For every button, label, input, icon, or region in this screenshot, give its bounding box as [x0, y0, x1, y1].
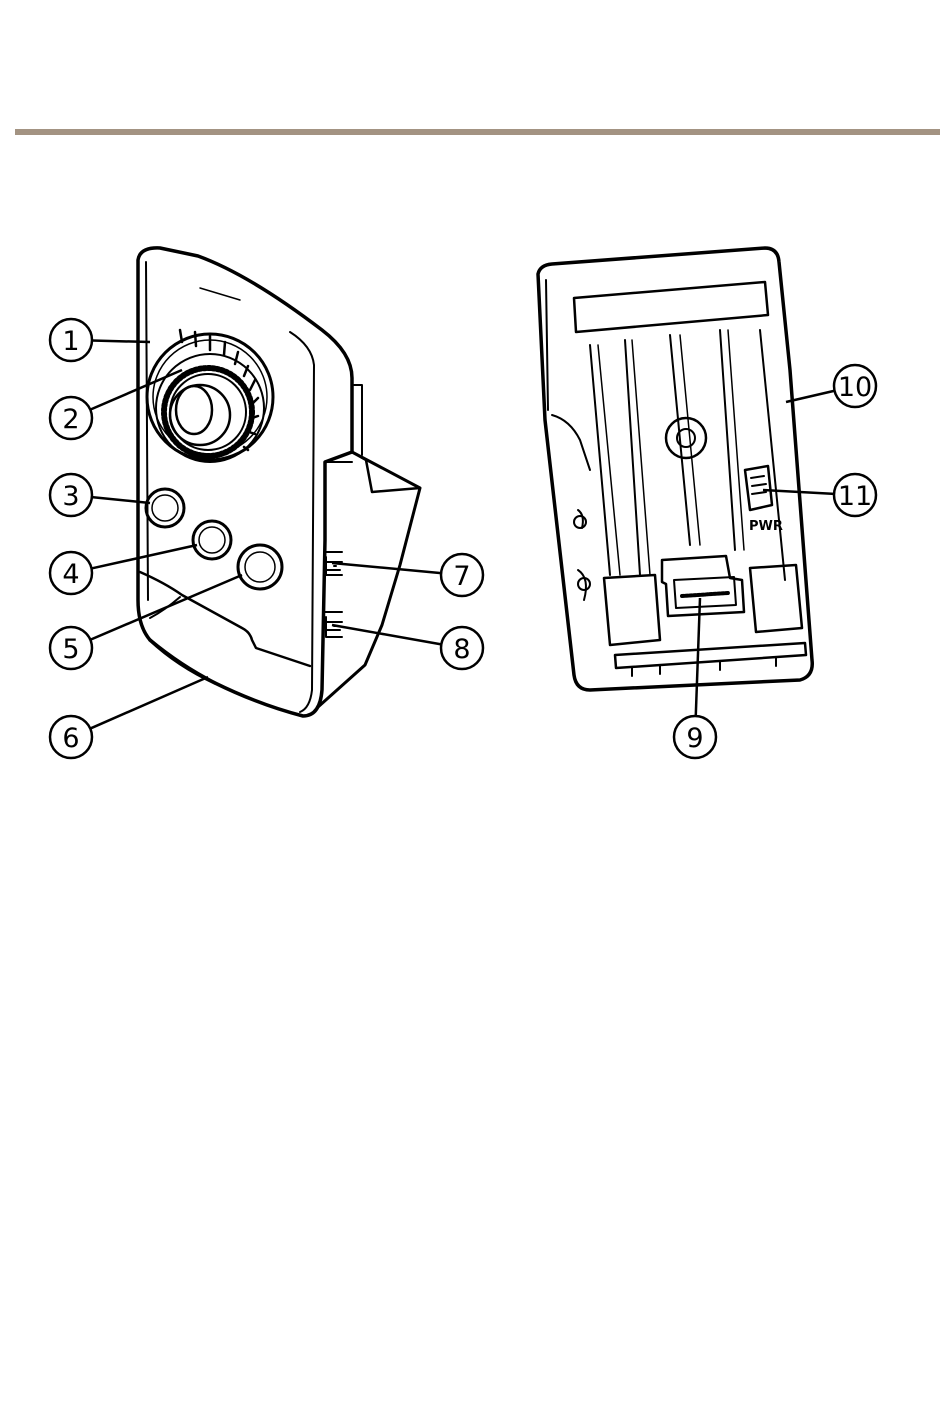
front-camera-illustration: [138, 248, 420, 716]
callout-leader-line: [90, 677, 208, 729]
callout-number: 11: [838, 481, 872, 512]
callout-9: 9: [674, 598, 716, 758]
callout-leader-line: [92, 341, 150, 342]
callout-number: 7: [453, 561, 470, 592]
callout-8: 8: [332, 625, 483, 669]
callout-number: 10: [838, 372, 872, 403]
callout-number: 3: [62, 481, 79, 512]
callout-number: 8: [453, 634, 470, 665]
callout-number: 6: [62, 723, 79, 754]
callout-number: 2: [62, 404, 79, 435]
callout-leader-line: [92, 497, 150, 503]
callout-11: 11: [763, 474, 876, 516]
callout-7: 7: [332, 554, 483, 596]
back-camera-illustration: [538, 248, 812, 690]
callout-6: 6: [50, 677, 208, 758]
callout-number: 1: [62, 326, 79, 357]
callout-10: 10: [786, 365, 876, 407]
callout-leader-line: [332, 625, 441, 644]
callout-number: 5: [62, 634, 79, 665]
callout-4: 4: [50, 545, 197, 594]
callout-leader-line: [91, 545, 197, 568]
callout-1: 1: [50, 319, 150, 361]
callout-3: 3: [50, 474, 150, 516]
callout-leader-line: [332, 563, 441, 573]
callout-number: 4: [62, 559, 79, 590]
pwr-label: PWR: [749, 519, 783, 534]
callout-number: 9: [686, 723, 703, 754]
